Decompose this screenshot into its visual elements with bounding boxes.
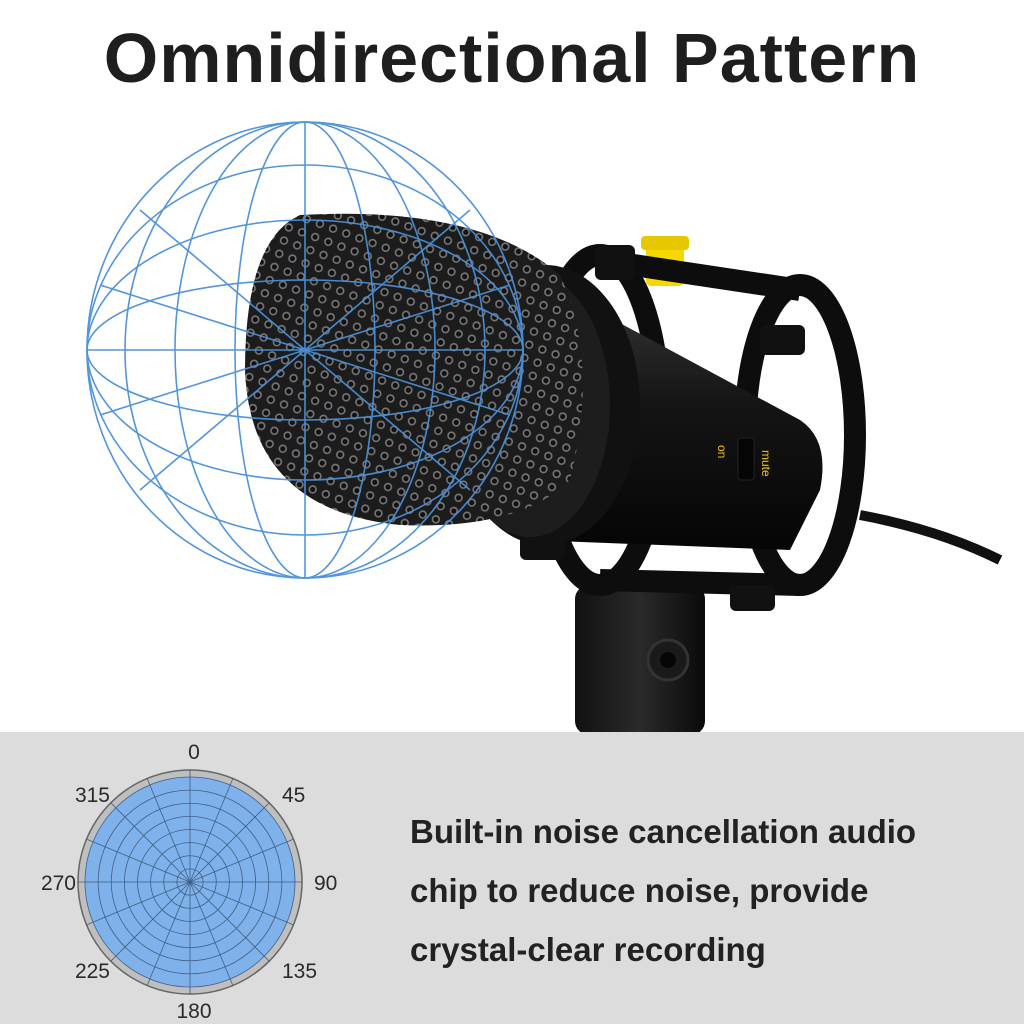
stand: [575, 585, 705, 732]
switch-mute-label: mute: [759, 450, 773, 477]
description-line-2: chip to reduce noise, provide: [410, 872, 869, 909]
polar-pattern-chart: 0 45 90 135 180 225 270 315: [41, 741, 337, 1022]
polar-grid-spoke: [189, 802, 270, 883]
polar-grid-spoke: [146, 881, 191, 986]
usb-cable: [859, 510, 1003, 565]
polar-grid-spoke: [189, 881, 270, 962]
description-line-1: Built-in noise cancellation audio: [410, 813, 917, 850]
feature-description: Built-in noise cancellation audio chip t…: [410, 802, 1010, 979]
angle-label-225: 225: [75, 960, 110, 983]
mesh-grille: [245, 213, 583, 526]
page-title: Omnidirectional Pattern: [103, 19, 921, 97]
angle-label-315: 315: [75, 784, 110, 807]
mute-switch: on mute: [715, 437, 773, 481]
angle-label-270: 270: [41, 872, 76, 895]
polar-grid-spoke: [146, 778, 191, 883]
omnidirectional-sphere-wireframe: [86, 121, 524, 579]
angle-label-0: 0: [188, 741, 200, 764]
description-line-3: crystal-clear recording: [410, 931, 766, 968]
polar-grid-spoke: [189, 838, 294, 883]
polar-grid-spoke: [189, 881, 234, 986]
angle-label-90: 90: [314, 872, 337, 895]
polar-grid-spoke: [86, 881, 191, 926]
polar-grid-spoke: [110, 802, 191, 883]
polar-grid-spoke: [110, 881, 191, 962]
polar-pattern-panel: 0 45 90 135 180 225 270 315 Built-in noi…: [0, 732, 1024, 1024]
polar-grid-spoke: [189, 778, 234, 883]
microphone-photo: on mute: [86, 121, 1003, 732]
angle-label-45: 45: [282, 784, 305, 807]
angle-label-180: 180: [176, 1000, 211, 1022]
polar-grid-spoke: [189, 881, 294, 926]
polar-grid-spoke: [86, 838, 191, 883]
switch-on-label: on: [715, 445, 729, 458]
angle-label-135: 135: [282, 960, 317, 983]
